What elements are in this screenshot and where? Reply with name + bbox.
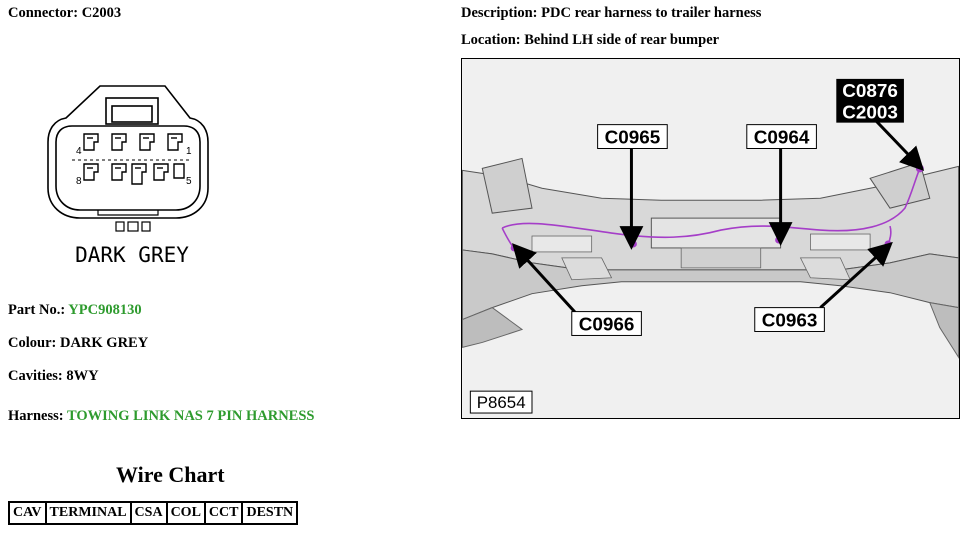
- location-label: Location:: [461, 32, 521, 48]
- column-header-destn: DESTN: [242, 502, 298, 524]
- cavities-value: 8WY: [66, 368, 99, 384]
- callout-c0876: C0876: [842, 81, 898, 102]
- column-header-cct: CCT: [204, 502, 243, 524]
- cavities-label: Cavities:: [8, 368, 63, 384]
- connector-label: Connector:: [8, 5, 79, 21]
- harness-row: Harness: TOWING LINK NAS 7 PIN HARNESS: [8, 408, 314, 425]
- connector-colour-caption: DARK GREY: [75, 243, 189, 267]
- pin-label-1: 1: [186, 146, 192, 157]
- location-illustration: C0876 C2003 C0965 C0964 C0966 C0963 P865…: [461, 58, 960, 419]
- pin-label-4: 4: [76, 146, 82, 157]
- part-number-row: Part No.: YPC908130: [8, 302, 142, 319]
- callout-c0966: C0966: [579, 314, 635, 335]
- cavities-row: Cavities: 8WY: [8, 368, 99, 385]
- column-header-col: COL: [166, 502, 205, 524]
- callout-c0965: C0965: [605, 128, 661, 149]
- callout-c0963: C0963: [762, 311, 818, 332]
- location-value: Behind LH side of rear bumper: [524, 32, 720, 48]
- wire-chart-title: Wire Chart: [116, 462, 225, 487]
- colour-row: Colour: DARK GREY: [8, 335, 148, 352]
- connector-face-drawing: 4 1 8 5 DARK GREY: [47, 85, 209, 267]
- callout-c0964: C0964: [754, 128, 810, 149]
- wire-chart-table: CAV TERMINAL CSA COL CCT DESTN: [8, 501, 299, 525]
- rear-bumper-illustration: C0876 C2003 C0965 C0964 C0966 C0963 P865…: [462, 59, 959, 418]
- connector-heading: Connector: C2003: [8, 5, 121, 22]
- pin-label-8: 8: [76, 176, 82, 187]
- harness-link[interactable]: TOWING LINK NAS 7 PIN HARNESS: [66, 408, 315, 424]
- wire-chart-header-row: CAV TERMINAL CSA COL CCT DESTN: [9, 502, 298, 524]
- column-header-csa: CSA: [130, 502, 167, 524]
- column-header-cav: CAV: [9, 502, 46, 524]
- pin-label-5: 5: [186, 176, 192, 187]
- column-header-terminal: TERMINAL: [45, 502, 131, 524]
- connector-value: C2003: [81, 5, 122, 21]
- description-value: PDC rear harness to trailer harness: [541, 5, 762, 21]
- figure-id-label: P8654: [477, 393, 526, 412]
- part-number-link[interactable]: YPC908130: [68, 302, 142, 318]
- part-label: Part No.:: [8, 302, 66, 318]
- colour-value: DARK GREY: [59, 335, 149, 351]
- description-heading: Description: PDC rear harness to trailer…: [461, 5, 761, 22]
- callout-c2003: C2003: [842, 103, 898, 124]
- description-label: Description:: [461, 5, 538, 21]
- colour-label: Colour:: [8, 335, 57, 351]
- harness-label: Harness:: [8, 408, 64, 424]
- location-heading: Location: Behind LH side of rear bumper: [461, 32, 719, 49]
